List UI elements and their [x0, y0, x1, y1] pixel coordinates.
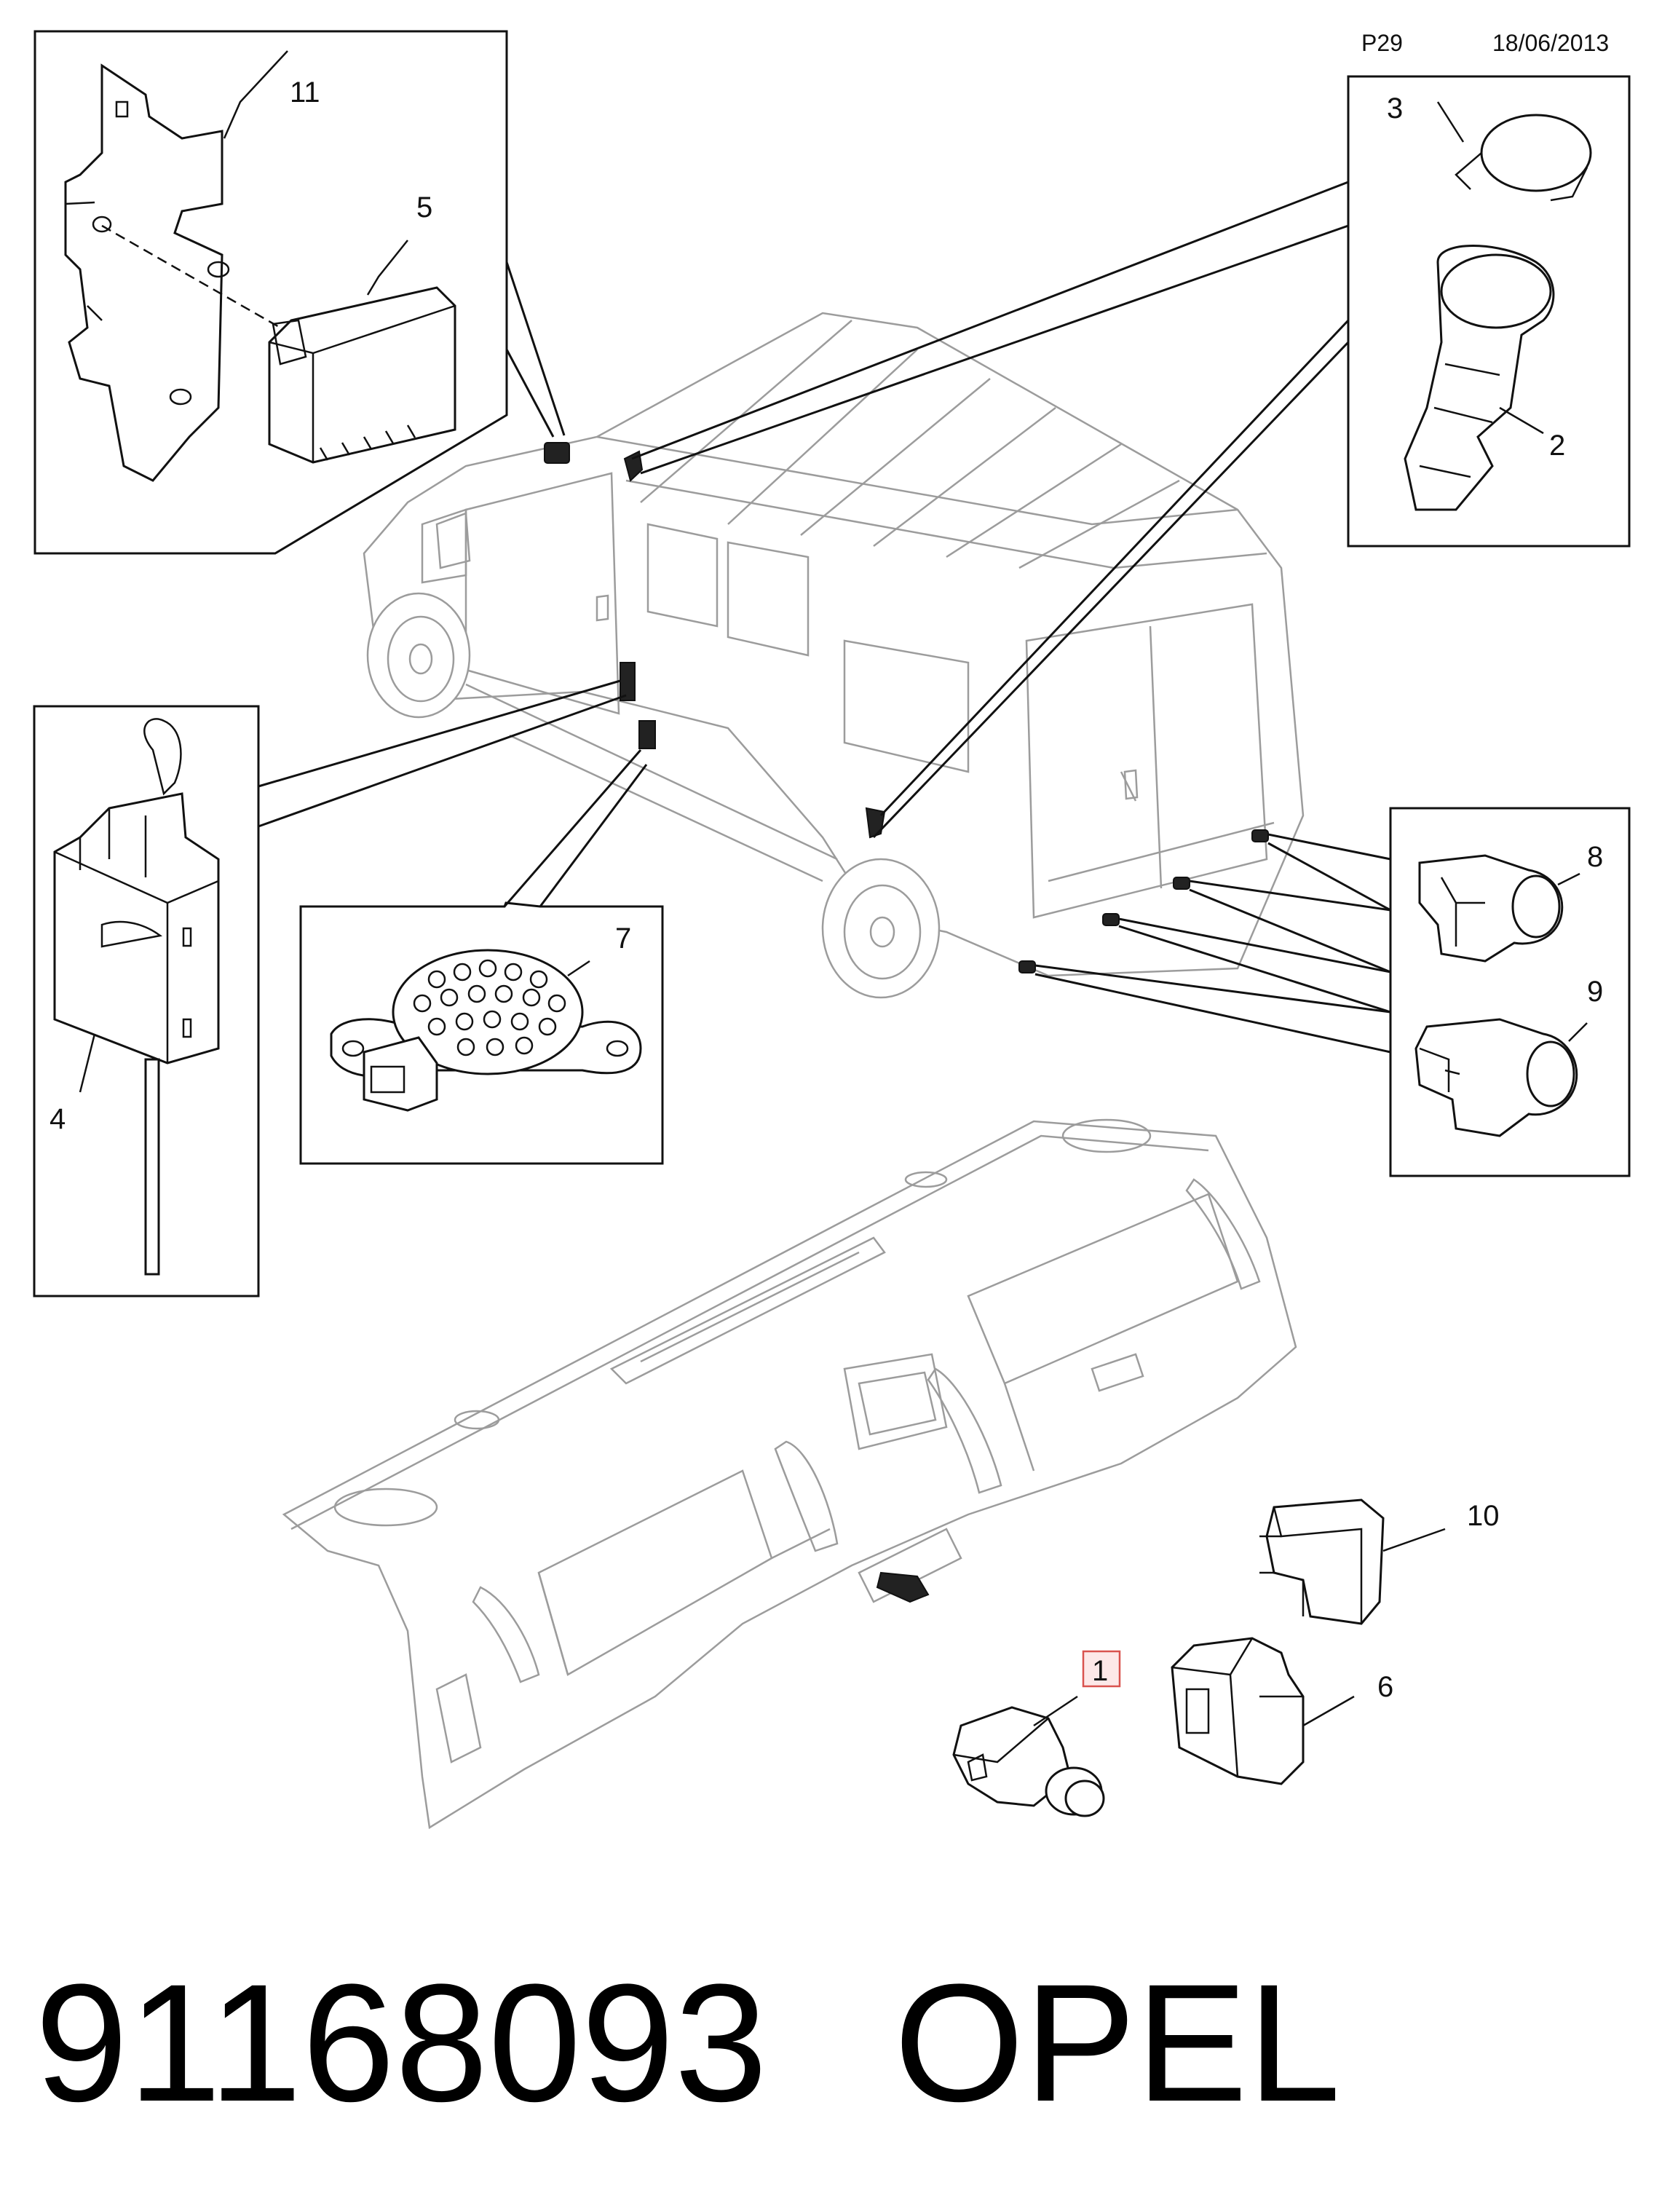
diagram-date: 18/06/2013 [1492, 30, 1609, 56]
part-number: 91168093 [35, 1949, 767, 2136]
part-10-switch-housing: 10 [1259, 1498, 1500, 1625]
callout-7: 7 [615, 923, 631, 955]
callout-11: 11 [290, 76, 320, 108]
detail-box-parking-sensors: 8 9 [1034, 807, 1631, 1177]
callout-8: 8 [1587, 841, 1603, 873]
brand-name: OPEL [894, 1949, 1341, 2136]
speaker-grille [413, 959, 566, 1056]
detail-box-cable-switch: 4 [33, 679, 627, 1297]
callout-6: 6 [1377, 1671, 1393, 1703]
dashboard-illustration [282, 1118, 1297, 1830]
detail-box-speaker: 7 [299, 749, 664, 1165]
page-reference: P29 [1361, 30, 1403, 56]
detail-box-module-bracket: 11 5 [33, 30, 566, 555]
callout-3: 3 [1387, 92, 1403, 125]
van-component-markers [544, 442, 1269, 973]
highlight-box-part-1 [1082, 1650, 1121, 1688]
part-1-push-switch: 1 [952, 1650, 1121, 1817]
callout-2: 2 [1549, 430, 1565, 462]
callout-1: 1 [1092, 1655, 1108, 1687]
callout-5: 5 [416, 191, 432, 224]
callout-4: 4 [50, 1103, 66, 1135]
part-6-rocker-switch: 6 [1171, 1637, 1393, 1785]
detail-box-door-switch: 3 2 [631, 75, 1631, 839]
callout-10: 10 [1467, 1500, 1500, 1532]
van-illustration [363, 312, 1305, 999]
callout-9: 9 [1587, 976, 1603, 1008]
